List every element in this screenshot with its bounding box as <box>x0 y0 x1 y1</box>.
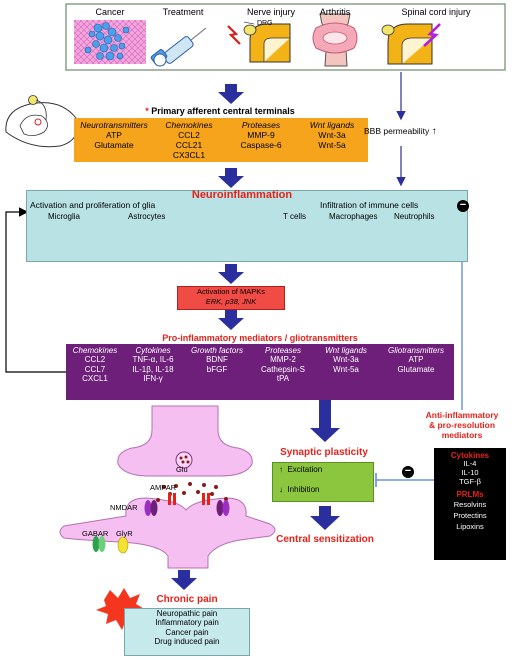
mapk-title: Activation of MAPKs <box>197 287 265 296</box>
terminals-title: * Primary afferent central terminals <box>145 106 295 116</box>
condition-nerve-injury-label: Nerve injury <box>246 7 295 17</box>
macrophages-label: Macrophages <box>329 212 378 221</box>
mediators-group-chemokines: Chemokines CCL2 CCL7 CXCL1 <box>72 346 118 384</box>
anti-mediators-box <box>434 448 506 560</box>
bbb-permeability-label: BBB permeability ↑ <box>364 126 437 137</box>
neuroinflammation-box <box>26 190 468 262</box>
inhibit-plasticity-icon: − <box>402 466 414 478</box>
mediators-group-wnt-ligands: Wnt ligands Wnt-3a Wnt-5a <box>325 346 367 374</box>
cancer-illustration <box>74 20 146 64</box>
terminals-group-proteases: Proteases MMP-9 Caspase-6 <box>240 120 282 151</box>
plasticity-box <box>272 462 374 502</box>
spinal-cord-section <box>5 95 78 148</box>
central-sensitization-label: Central sensitization <box>276 534 374 545</box>
tcells-label: T cells <box>283 212 306 221</box>
inhibit-neuroinflammation-icon: − <box>457 200 469 212</box>
plasticity-title: Synaptic plasticity <box>280 447 368 458</box>
immune-heading: Infiltration of immune cells <box>320 200 419 210</box>
terminals-group-chemokines: Chemokines CCL2 CCL21 CX3CL1 <box>165 120 213 161</box>
excitation-label: ↑ Excitation <box>279 465 323 474</box>
spinal-cord-injury-illustration <box>381 23 441 65</box>
inhibition-label: ↓ Inhibition <box>279 485 320 494</box>
terminals-box <box>74 118 368 162</box>
nmdar-label: NMDAR <box>110 503 138 512</box>
nerve-injury-illustration <box>227 21 291 63</box>
chronic-pain-list: Neuropathic pain Inflammatory pain Cance… <box>154 609 220 647</box>
arthritis-illustration <box>312 13 358 67</box>
synapse-illustration <box>59 405 276 569</box>
condition-arthritis-label: Arthritis <box>319 7 351 17</box>
mapk-detail: ERK, p38, JNK <box>205 297 257 306</box>
mediators-group-gliotransmitters: Gliotransmitters ATP Glutamate <box>387 346 444 374</box>
condition-treatment-label: Treatment <box>162 7 204 17</box>
condition-cancer-label: Cancer <box>95 7 125 17</box>
mediators-group-growth-factors: Growth factors BDNF bFGF <box>190 346 243 374</box>
neuroinflammation-title: Neuroinflammation <box>191 189 293 201</box>
terminals-group-wnt-ligands: Wnt ligands Wnt-3a Wnt-5a <box>309 120 355 151</box>
chronic-pain-box <box>124 608 250 656</box>
chronic-pain-title: Chronic pain <box>156 594 218 605</box>
mediators-title: Pro-inflammatory mediators / gliotransmi… <box>162 333 358 343</box>
mediators-group-cytokines: Cytokines TNF-α, IL-6 IL-1β, IL-18 IFN-γ <box>132 346 174 384</box>
mapk-box <box>177 286 285 310</box>
glyr-label: GlyR <box>116 529 133 538</box>
astrocytes-label: Astrocytes <box>128 212 166 221</box>
drg-label: DRG <box>257 20 273 27</box>
flow-arrows <box>171 84 340 590</box>
condition-spinal-cord-injury-label: Spinal cord injury <box>401 7 471 17</box>
glia-heading: Activation and proliferation of glia <box>30 200 156 210</box>
microglia-label: Microglia <box>48 212 81 221</box>
anti-mediators-title: Anti-inflammatory & pro-resolution media… <box>425 410 499 441</box>
syringe-illustration <box>150 27 207 67</box>
mediators-group-proteases: Proteases MMP-2 Cathepsin-S tPA <box>260 346 306 384</box>
ampar-label: AMPAR <box>150 483 177 492</box>
neutrophils-label: Neutrophils <box>394 212 435 221</box>
gabar-label: GABAR <box>82 529 109 538</box>
glu-label: Glu <box>176 465 188 474</box>
terminals-group-neurotransmitters: Neurotransmitters ATP Glutamate <box>80 120 148 151</box>
mediators-box <box>66 344 454 400</box>
anti-mediators-list: Cytokines IL-4 IL-10 TGF-β PRLMs Resolvi… <box>450 451 490 532</box>
